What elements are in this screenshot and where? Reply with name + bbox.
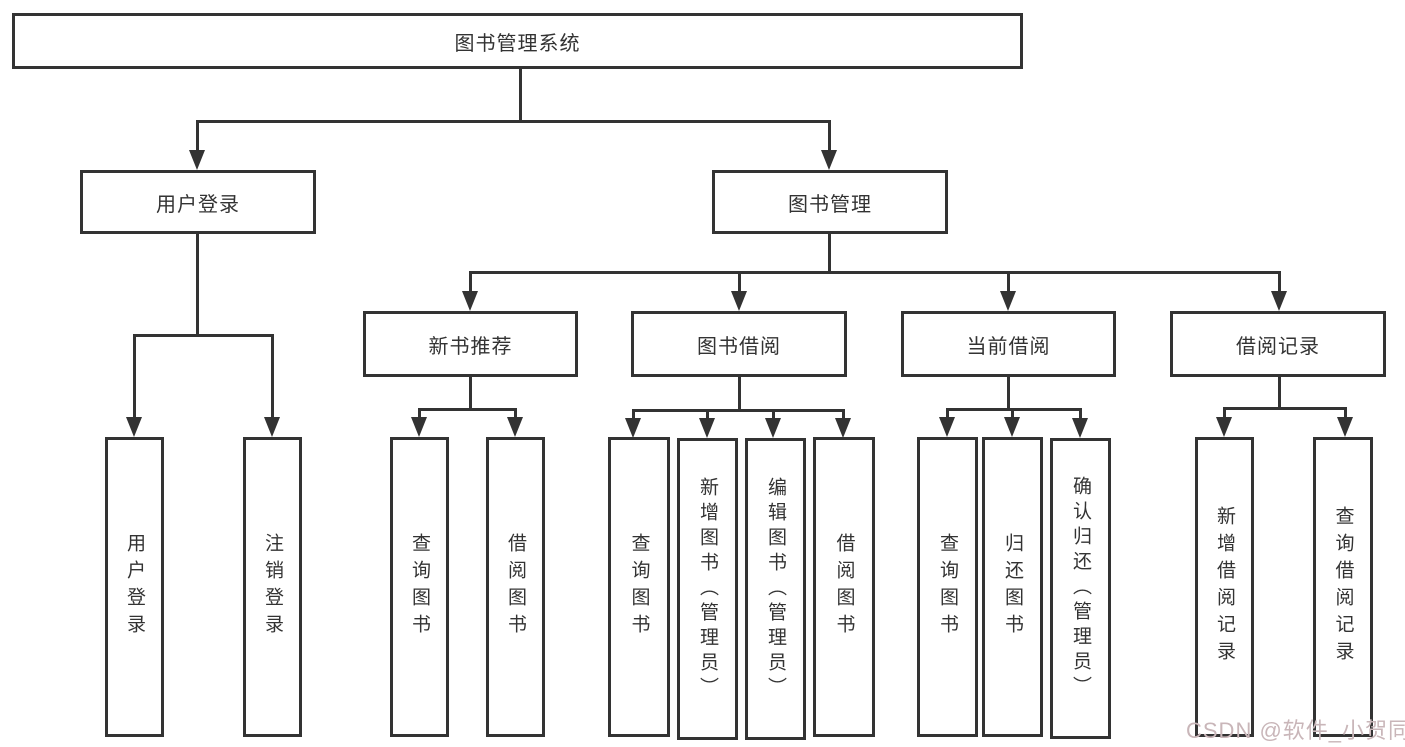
- connector-line: [772, 409, 775, 421]
- arrowhead-icon: [1004, 417, 1020, 437]
- leaf-query-borrow-record: 查询借阅记录: [1313, 437, 1373, 737]
- connector-line: [1278, 377, 1281, 409]
- arrowhead-icon: [126, 417, 142, 437]
- connector-line: [469, 271, 1281, 274]
- connector-line: [706, 409, 709, 421]
- node-label: 借阅图书: [833, 533, 855, 641]
- connector-line: [271, 334, 274, 420]
- node-label: 借阅图书: [505, 533, 526, 641]
- leaf-query-books-1: 查询图书: [390, 437, 449, 737]
- arrowhead-icon: [462, 291, 478, 311]
- arrowhead-icon: [507, 417, 523, 437]
- node-label: 查询图书: [409, 533, 430, 641]
- connector-line: [133, 334, 136, 420]
- connector-line: [514, 408, 517, 421]
- connector-line: [196, 234, 199, 336]
- node-label: 编辑图书（管理员）: [765, 476, 786, 702]
- connector-line: [1079, 408, 1082, 421]
- connector-line: [418, 408, 517, 411]
- node-current-borrowing: 当前借阅: [901, 311, 1116, 377]
- node-label: 当前借阅: [966, 335, 1051, 358]
- connector-line: [738, 271, 741, 294]
- arrowhead-icon: [1072, 418, 1088, 438]
- connector-line: [738, 377, 741, 411]
- leaf-return-book: 归还图书: [982, 437, 1043, 737]
- connector-line: [1011, 408, 1014, 421]
- connector-line: [1344, 407, 1347, 421]
- node-label: 新增图书（管理员）: [697, 476, 718, 702]
- connector-line: [842, 409, 845, 421]
- arrowhead-icon: [1216, 417, 1232, 437]
- connector-line: [418, 408, 421, 421]
- node-label: 新增借阅记录: [1214, 506, 1235, 668]
- arrowhead-icon: [939, 417, 955, 437]
- node-label: 确认归还（管理员）: [1070, 476, 1091, 701]
- arrowhead-icon: [731, 291, 747, 311]
- leaf-borrow-books-2: 借阅图书: [813, 437, 875, 737]
- leaf-add-borrow-record: 新增借阅记录: [1195, 437, 1254, 737]
- connector-line: [946, 408, 949, 421]
- connector-line: [1278, 271, 1281, 294]
- connector-line: [519, 69, 522, 121]
- arrowhead-icon: [821, 150, 837, 170]
- connector-line: [196, 120, 831, 123]
- connector-line: [632, 409, 635, 421]
- node-user-login: 用户登录: [80, 170, 316, 234]
- leaf-user-login: 用户登录: [105, 437, 164, 737]
- node-book-management: 图书管理: [712, 170, 948, 234]
- node-label: 图书管理: [788, 193, 872, 216]
- arrowhead-icon: [1337, 417, 1353, 437]
- node-library-management-system: 图书管理系统: [12, 13, 1023, 69]
- arrowhead-icon: [264, 417, 280, 437]
- arrowhead-icon: [835, 418, 851, 438]
- node-label: 借阅记录: [1236, 335, 1320, 358]
- arrowhead-icon: [1271, 291, 1287, 311]
- node-label: 归还图书: [1002, 533, 1023, 641]
- node-book-borrowing: 图书借阅: [631, 311, 847, 377]
- leaf-confirm-return-admin: 确认归还（管理员）: [1050, 438, 1111, 739]
- node-borrowing-records: 借阅记录: [1170, 311, 1386, 377]
- connector-line: [1007, 377, 1010, 410]
- node-new-book-recommendation: 新书推荐: [363, 311, 578, 377]
- node-label: 查询图书: [628, 533, 650, 641]
- connector-line: [946, 408, 1082, 411]
- leaf-borrow-books-1: 借阅图书: [486, 437, 545, 737]
- connector-line: [469, 377, 472, 410]
- node-label: 图书借阅: [697, 335, 781, 358]
- leaf-edit-book-admin: 编辑图书（管理员）: [745, 438, 806, 740]
- connector-line: [828, 234, 831, 273]
- arrowhead-icon: [625, 418, 641, 438]
- leaf-query-books-3: 查询图书: [917, 437, 978, 737]
- connector-line: [133, 334, 274, 337]
- connector-line: [469, 271, 472, 294]
- arrowhead-icon: [1000, 291, 1016, 311]
- leaf-add-book-admin: 新增图书（管理员）: [677, 438, 738, 740]
- arrowhead-icon: [699, 418, 715, 438]
- arrowhead-icon: [765, 418, 781, 438]
- connector-line: [632, 409, 845, 412]
- connector-line: [1007, 271, 1010, 294]
- connector-line: [196, 120, 199, 152]
- csdn-watermark: CSDN @软件_小贺同学: [1186, 718, 1405, 743]
- node-label: 图书管理系统: [454, 32, 581, 55]
- arrowhead-icon: [189, 150, 205, 170]
- connector-line: [828, 120, 831, 152]
- node-label: 新书推荐: [428, 335, 513, 358]
- leaf-logout: 注销登录: [243, 437, 302, 737]
- node-label: 查询图书: [937, 533, 958, 641]
- connector-line: [1223, 407, 1226, 421]
- node-label: 用户登录: [156, 193, 240, 216]
- node-label: 用户登录: [124, 533, 145, 641]
- node-label: 注销登录: [262, 533, 283, 641]
- connector-line: [1223, 407, 1347, 410]
- arrowhead-icon: [411, 417, 427, 437]
- leaf-query-books-2: 查询图书: [608, 437, 670, 737]
- node-label: 查询借阅记录: [1332, 506, 1354, 668]
